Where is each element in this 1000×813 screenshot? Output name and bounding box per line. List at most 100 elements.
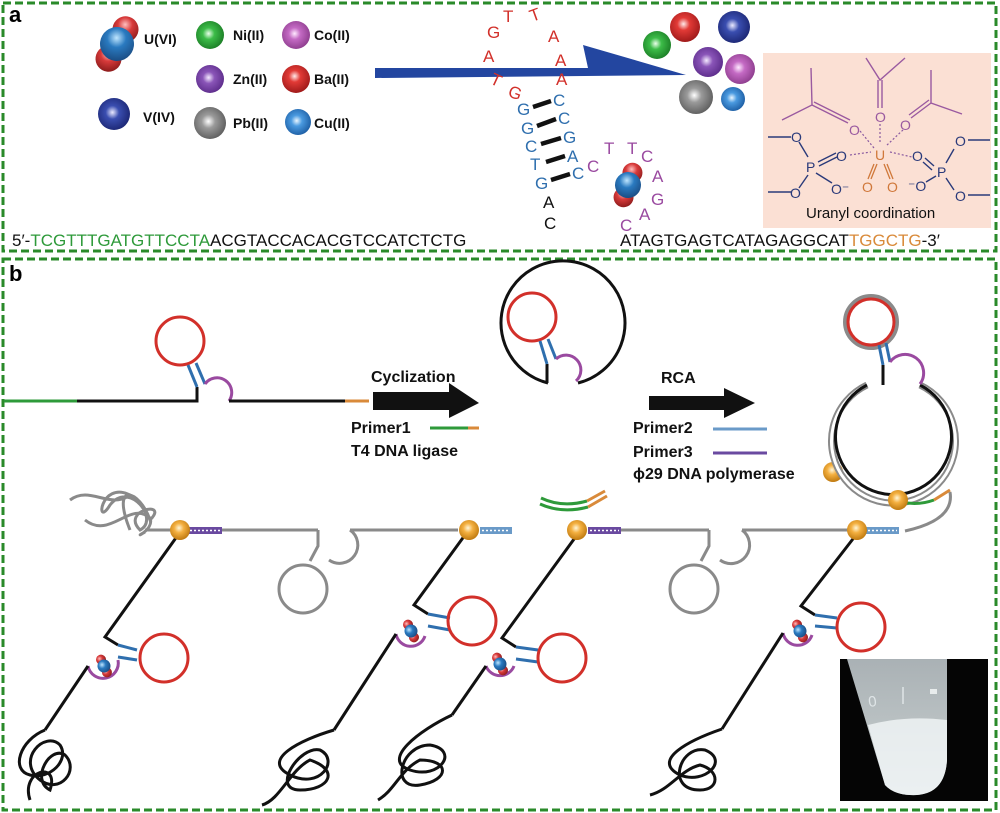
base-pair-bars: [532, 98, 571, 183]
cluster-ni-icon: [643, 31, 671, 59]
ion-label-pb: Pb(II): [233, 115, 268, 131]
loop-nt: G: [506, 82, 525, 104]
primer3-label: Primer3: [633, 444, 693, 461]
rca-label: RCA: [661, 370, 696, 387]
cluster-cu-icon: [721, 87, 745, 111]
polymerase-icon: [847, 520, 867, 540]
chem-title: Uranyl coordination: [806, 205, 935, 222]
selectivity-arrow: [375, 45, 686, 78]
seq-green: TCGTTTGATGTTCCTA: [30, 231, 210, 250]
bound-uranyl-icon: [613, 162, 643, 208]
stem-nt: G: [563, 128, 576, 147]
stem-nt: G: [535, 174, 548, 193]
tube-tab: [930, 689, 937, 694]
polymerase-label: ϕ29 DNA polymerase: [633, 466, 795, 483]
purple-loop-nt: C: [620, 216, 632, 235]
stem-nt: C: [553, 91, 565, 110]
ion-label-cu: Cu(II): [314, 115, 350, 131]
stem-nt: C: [572, 164, 584, 183]
ion-label-v: V(IV): [143, 109, 175, 125]
ion-label-ni: Ni(II): [233, 27, 264, 43]
cyclization-label: Cyclization: [371, 369, 455, 386]
ion-cluster: [643, 11, 755, 114]
stem-nt: G: [521, 119, 534, 138]
cyclization-arrow: [373, 383, 479, 418]
ni-ion-icon: [196, 21, 224, 49]
chem-minus-o: ⁻O: [908, 178, 926, 194]
chem-o: O: [955, 133, 966, 149]
polymerase-icon: [567, 520, 587, 540]
seq-prefix: 5′-: [12, 231, 30, 250]
ion-label-uvi: U(VI): [144, 31, 177, 47]
co-ion-icon: [282, 21, 310, 49]
seq-black-left: ACGTACCACACGTCCATCTCTG: [210, 231, 466, 250]
template-sequence-left: 5′-TCGTTTGATGTTCCTAACGTACCACACGTCCATCTCT…: [12, 231, 466, 250]
stem-nt: C: [525, 137, 537, 156]
chem-o: O: [849, 122, 860, 138]
polymerase-icon: [459, 520, 479, 540]
ion-label-zn: Zn(II): [233, 71, 267, 87]
chem-u: U: [875, 147, 885, 163]
cu-ion-icon: [285, 109, 311, 135]
cluster-v-icon: [718, 11, 750, 43]
panel-a-label: a: [9, 2, 22, 27]
zn-ion-icon: [196, 65, 224, 93]
chem-background: [763, 53, 991, 228]
template-sequence-right: ATAGTGAGTCATAGAGGCATTGGCTG-3′: [620, 231, 940, 250]
purple-loop-nt: T: [604, 139, 614, 158]
purple-loop-nt: C: [587, 157, 599, 176]
purple-loop-nt: C: [641, 147, 653, 166]
seq-black-right: ATAGTGAGTCATAGAGGCAT: [620, 231, 849, 250]
loop-nt: A: [555, 51, 567, 70]
linear-template: [4, 315, 369, 403]
loop-nt: A: [548, 27, 560, 46]
loop-nt: G: [487, 23, 500, 42]
purple-loop-nt: A: [652, 167, 664, 186]
primer-duplexes: [188, 527, 899, 534]
rca-arrow: [649, 388, 755, 418]
chem-o: O: [791, 129, 802, 145]
tube-marking: 0: [867, 693, 878, 711]
circular-template: [499, 259, 627, 512]
panel-b-frame: [1, 257, 998, 812]
cluster-ba-icon: [670, 12, 700, 42]
stem-nt: G: [517, 100, 530, 119]
cluster-pb-icon: [679, 80, 713, 114]
purple-loop-nt: G: [651, 190, 664, 209]
branch-uranyl-icon: [400, 617, 422, 645]
loop-nt: T: [503, 7, 513, 26]
polymerase-icon: [888, 490, 908, 510]
spacer-nt: A: [543, 193, 555, 212]
purple-loop-nt: T: [627, 139, 637, 158]
chem-o: O: [875, 109, 886, 125]
polymerase-icon: [170, 520, 190, 540]
seq-suffix: -3′: [922, 231, 940, 250]
cluster-zn-icon: [693, 47, 723, 77]
chem-o-uranyl: O: [887, 179, 898, 195]
ligase-label: T4 DNA ligase: [351, 443, 458, 460]
chem-o-minus: O⁻: [831, 181, 849, 197]
uranyl-molecule-icon: [95, 16, 139, 72]
cluster-co-icon: [725, 54, 755, 84]
primer2-label: Primer2: [633, 420, 693, 437]
chem-p: P: [806, 159, 815, 175]
v-ion-icon: [98, 98, 130, 130]
tube-precipitate: [868, 718, 947, 796]
chem-o: O: [912, 148, 923, 164]
pb-ion-icon: [194, 107, 226, 139]
rca-product-strand: [69, 490, 848, 615]
ion-label-ba: Ba(II): [314, 71, 349, 87]
stem-nt: A: [567, 147, 579, 166]
stem-nt: C: [558, 109, 570, 128]
loop-nt: A: [556, 70, 568, 89]
chem-o: O: [900, 117, 911, 133]
ion-legend: U(VI) Ni(II) Co(II) Zn(II) Ba(II) V(IV) …: [95, 16, 350, 139]
spacer-nt: C: [544, 214, 556, 233]
uranyl-coordination-box: O O O U O O O P: [763, 53, 991, 228]
purple-loop-nt: A: [639, 205, 651, 224]
loop-nt: A: [483, 47, 495, 66]
branch-strands: [17, 534, 887, 807]
chem-o: O: [836, 148, 847, 164]
stem-nt: T: [530, 155, 540, 174]
